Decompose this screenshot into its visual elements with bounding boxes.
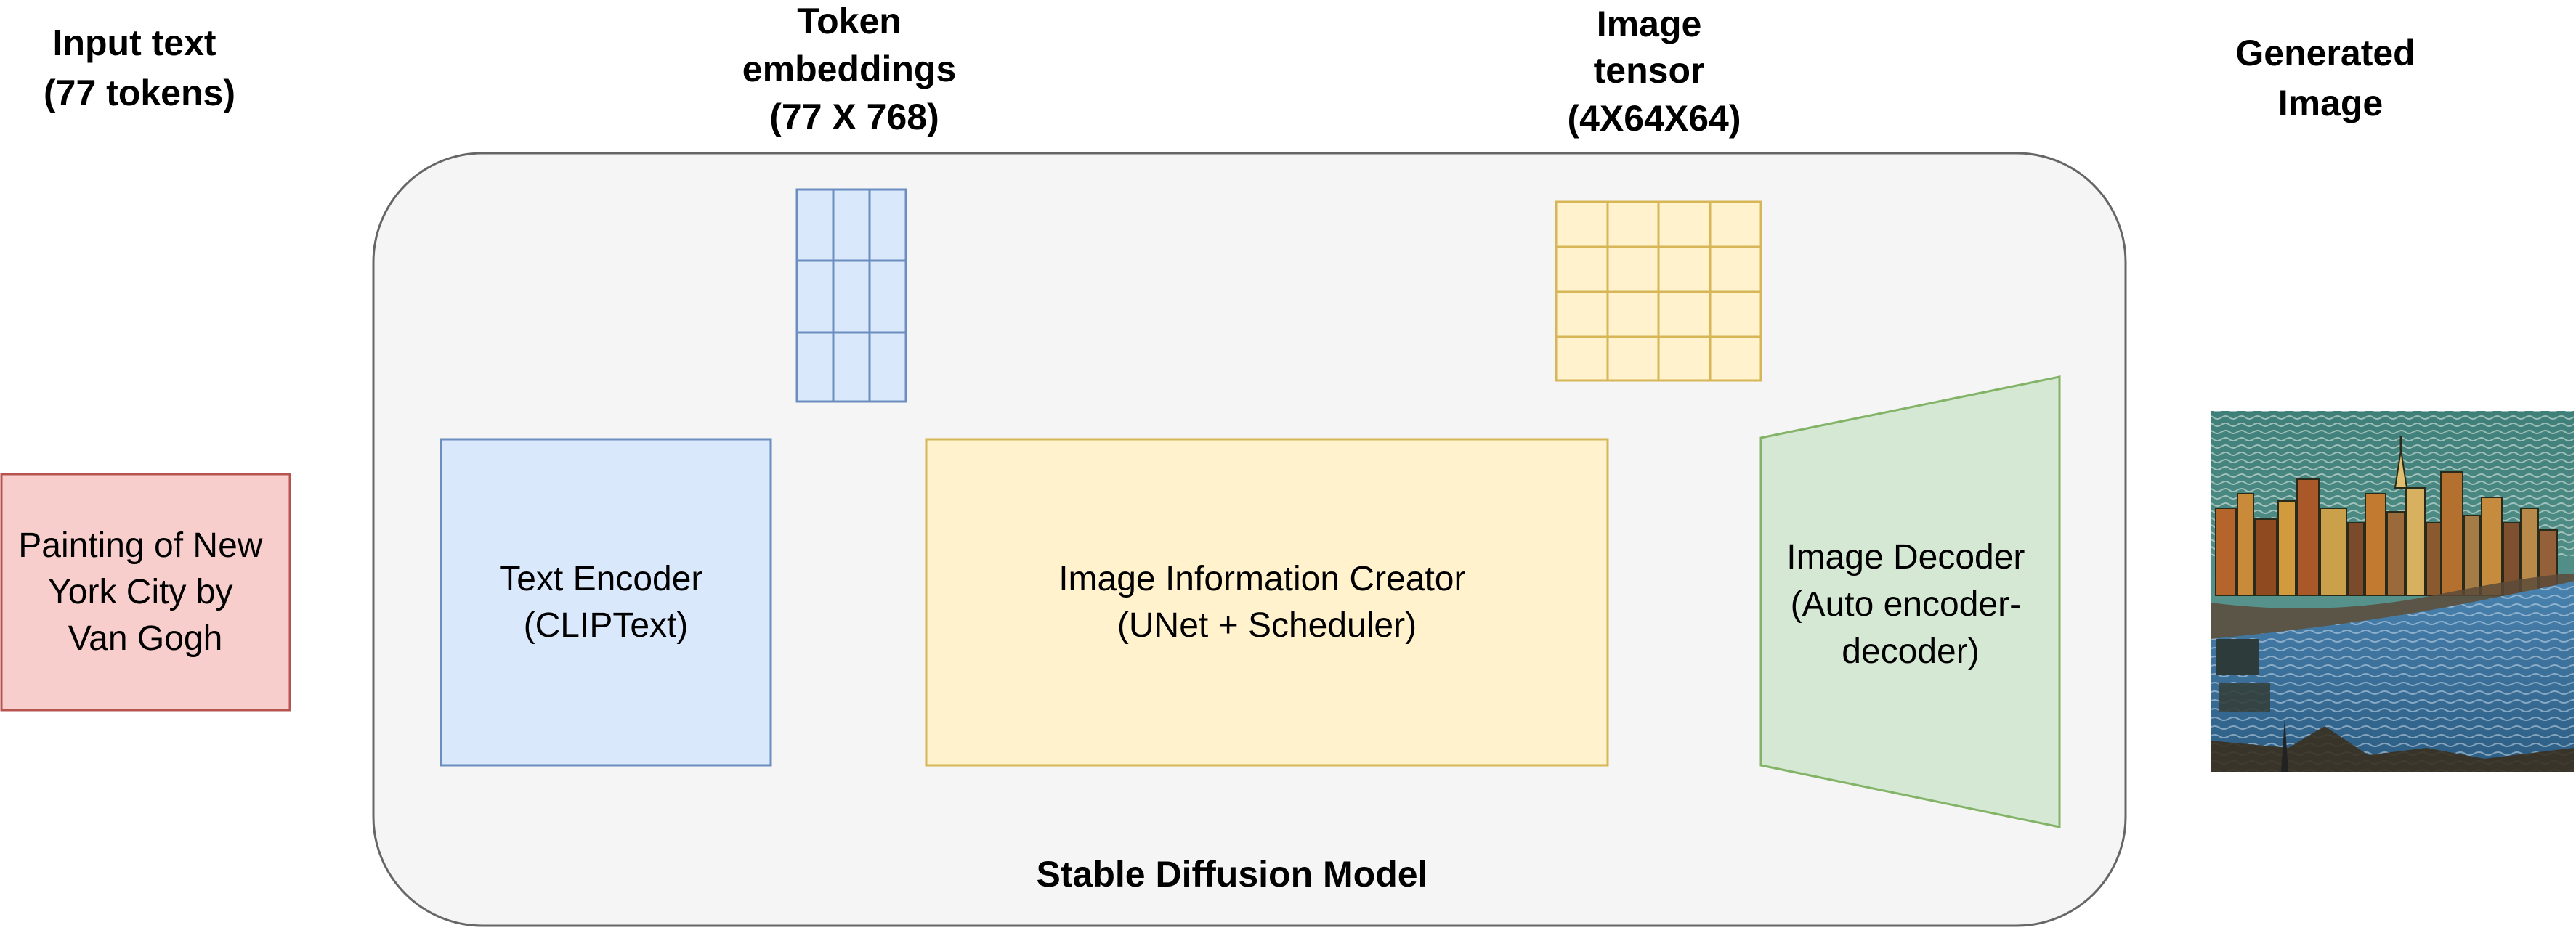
generated-image-heading: Generated Image <box>2235 33 2425 123</box>
text-encoder-block: Text Encoder (CLIPText) <box>440 438 772 767</box>
input-text-heading: Input text (77 tokens) <box>44 23 235 113</box>
input-prompt-box: Painting of New York City by Van Gogh <box>0 473 291 712</box>
image-decoder-label: Image Decoder (Auto encoder- decoder) <box>1786 538 2035 671</box>
generated-image <box>2211 411 2575 772</box>
token-embeddings-heading: Token embeddings (77 X 768) <box>742 1 966 137</box>
text-encoder-label: Text Encoder (CLIPText) <box>499 560 713 645</box>
image-tensor-heading: Image tensor (4X64X64) <box>1567 4 1741 139</box>
stable-diffusion-model-label: Stable Diffusion Model <box>1037 854 1428 895</box>
image-decoder-block: Image Decoder (Auto encoder- decoder) <box>1759 375 2061 828</box>
image-tensor-grid <box>1555 200 1762 382</box>
image-information-creator-block: Image Information Creator (UNet + Schedu… <box>925 438 1609 767</box>
image-information-creator-label: Image Information Creator (UNet + Schedu… <box>1058 560 1475 645</box>
token-embeddings-grid <box>795 188 907 403</box>
input-prompt-text: Painting of New York City by Van Gogh <box>18 526 272 658</box>
